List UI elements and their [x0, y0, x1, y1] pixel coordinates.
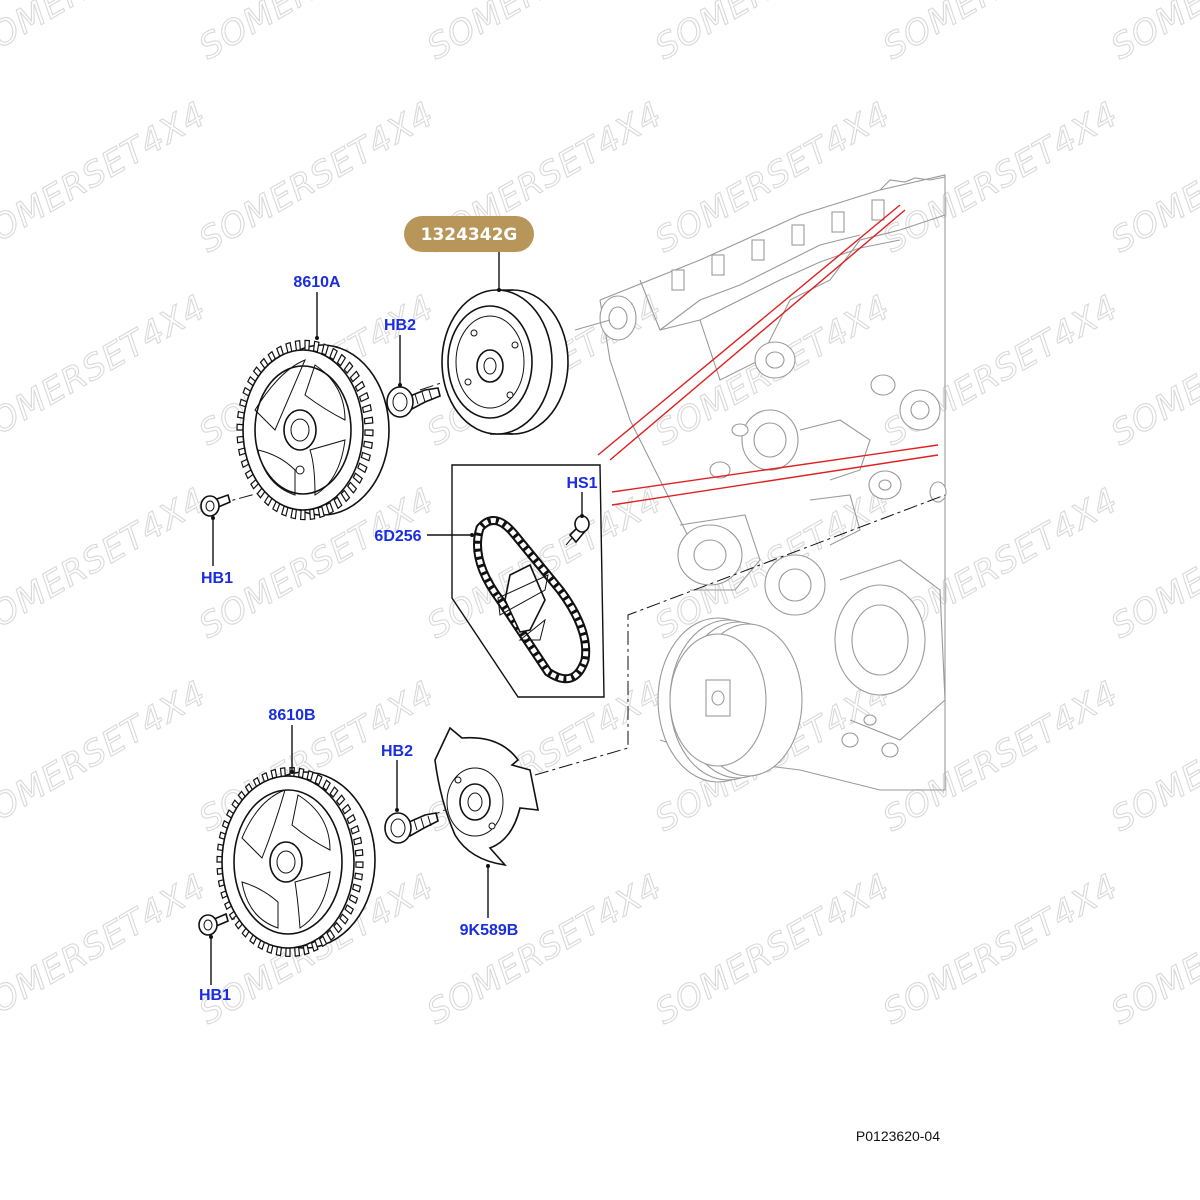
gear-tooth — [344, 904, 354, 915]
gear-tooth — [363, 440, 373, 450]
bolt-upper-hb1[interactable] — [200, 493, 231, 517]
part-number-badge[interactable]: 1324342G — [404, 216, 534, 252]
gear-tooth — [358, 391, 370, 403]
watermark-text: SOMERSET4X4 — [0, 287, 213, 454]
part-labels: 8610A HB2 HB1 HS1 6D256 8610B HB2 HB1 9K… — [199, 274, 598, 1004]
label-gear-lower[interactable]: 8610B — [268, 707, 315, 724]
gear-tooth — [309, 508, 316, 521]
camshaft-gear-lower[interactable] — [216, 766, 376, 958]
watermark-text: SOMERSET4X4 — [421, 866, 670, 1033]
label-bolt-lower-hb1[interactable]: HB1 — [199, 987, 231, 1004]
gear-tooth — [304, 339, 310, 351]
bolt-upper-hb2[interactable] — [386, 386, 441, 418]
gear-tooth — [300, 509, 306, 521]
gear-tooth — [355, 861, 364, 869]
gear-tooth — [350, 825, 360, 835]
watermark-text: SOMERSET4X4 — [0, 480, 213, 647]
gear-tooth — [333, 921, 343, 934]
gear-tooth — [314, 773, 323, 786]
gear-tooth — [310, 940, 319, 953]
gear-tooth — [349, 370, 360, 383]
watermark-text: SOMERSET4X4 — [877, 866, 1126, 1033]
gear-tooth — [325, 501, 334, 515]
watermark-text: SOMERSET4X4 — [649, 0, 898, 68]
watermark-text: SOMERSET4X4 — [877, 94, 1126, 261]
watermark-text: SOMERSET4X4 — [193, 94, 442, 261]
gear-tooth — [294, 946, 301, 957]
gear-tooth — [346, 481, 358, 494]
gear-tooth — [351, 883, 362, 893]
callout-lines — [597, 204, 939, 506]
label-bolt-upper-hb1[interactable]: HB1 — [201, 570, 233, 587]
part-number-text: 1324342G — [421, 225, 518, 245]
label-chain-guide[interactable]: HS1 — [566, 475, 597, 492]
gear-tooth — [348, 894, 359, 905]
gear-tooth — [329, 347, 338, 361]
gear-tooth — [326, 929, 336, 942]
gear-tooth — [364, 429, 374, 437]
gear-tooth — [341, 803, 352, 815]
gear-tooth — [360, 451, 371, 462]
camshaft-gear-upper[interactable] — [236, 339, 390, 521]
bolt-lower-hb1[interactable] — [198, 912, 229, 936]
gear-tooth — [312, 340, 320, 353]
watermark-text: SOMERSET4X4 — [649, 866, 898, 1033]
gear-tooth — [354, 872, 364, 881]
leader-lines — [209, 252, 584, 985]
gear-tooth — [336, 353, 347, 367]
watermark-text: SOMERSET4X4 — [0, 866, 213, 1033]
gear-tooth — [333, 496, 343, 510]
gear-tooth — [329, 786, 339, 798]
gear-tooth — [321, 343, 330, 356]
gear-tooth — [361, 403, 373, 414]
gear-tooth — [318, 935, 328, 948]
reference-code: P0123620-04 — [856, 1128, 940, 1144]
gear-tooth — [354, 380, 366, 393]
watermark-text: SOMERSET4X4 — [0, 673, 213, 840]
watermark-text: SOMERSET4X4 — [193, 0, 442, 68]
gear-tooth — [297, 767, 305, 779]
gear-tooth — [346, 813, 357, 825]
label-gear-upper[interactable]: 8610A — [293, 274, 341, 291]
gear-tooth — [354, 848, 364, 857]
watermark-text: SOMERSET4X4 — [0, 94, 213, 261]
highlighted-pulley-1324342G[interactable] — [441, 289, 569, 435]
gear-tooth — [339, 913, 349, 925]
gear-tooth — [285, 947, 291, 958]
gear-tooth — [340, 489, 351, 503]
watermark-text: SOMERSET4X4 — [421, 0, 670, 68]
watermark-text: SOMERSET4X4 — [649, 94, 898, 261]
watermark-text: SOMERSET4X4 — [1105, 0, 1200, 68]
watermark-text: SOMERSET4X4 — [877, 673, 1126, 840]
watermark-text: SOMERSET4X4 — [0, 0, 213, 68]
gear-tooth — [322, 779, 331, 792]
gear-tooth — [343, 361, 354, 374]
label-bolt-lower-hb2[interactable]: HB2 — [381, 743, 413, 760]
gear-tooth — [357, 462, 368, 474]
gear-tooth — [352, 472, 363, 485]
gear-tooth — [294, 339, 301, 352]
gear-tooth — [363, 416, 374, 425]
bolt-lower-hb2[interactable] — [384, 812, 439, 844]
label-chain[interactable]: 6D256 — [374, 528, 421, 545]
engine-block-illustration — [574, 174, 947, 791]
label-sensor-ring[interactable]: 9K589B — [460, 922, 519, 939]
gear-tooth — [353, 836, 363, 846]
chain-inset-frame — [451, 464, 605, 698]
sensor-ring-9k589b[interactable] — [434, 726, 539, 867]
label-bolt-upper-hb2[interactable]: HB2 — [384, 317, 416, 334]
gear-tooth — [335, 794, 346, 806]
watermark-text: SOMERSET4X4 — [877, 0, 1126, 68]
watermark-layer: SOMERSET4X4SOMERSET4X4SOMERSET4X4SOMERSE… — [0, 0, 1200, 1033]
timing-chain-6d256[interactable] — [473, 516, 591, 684]
